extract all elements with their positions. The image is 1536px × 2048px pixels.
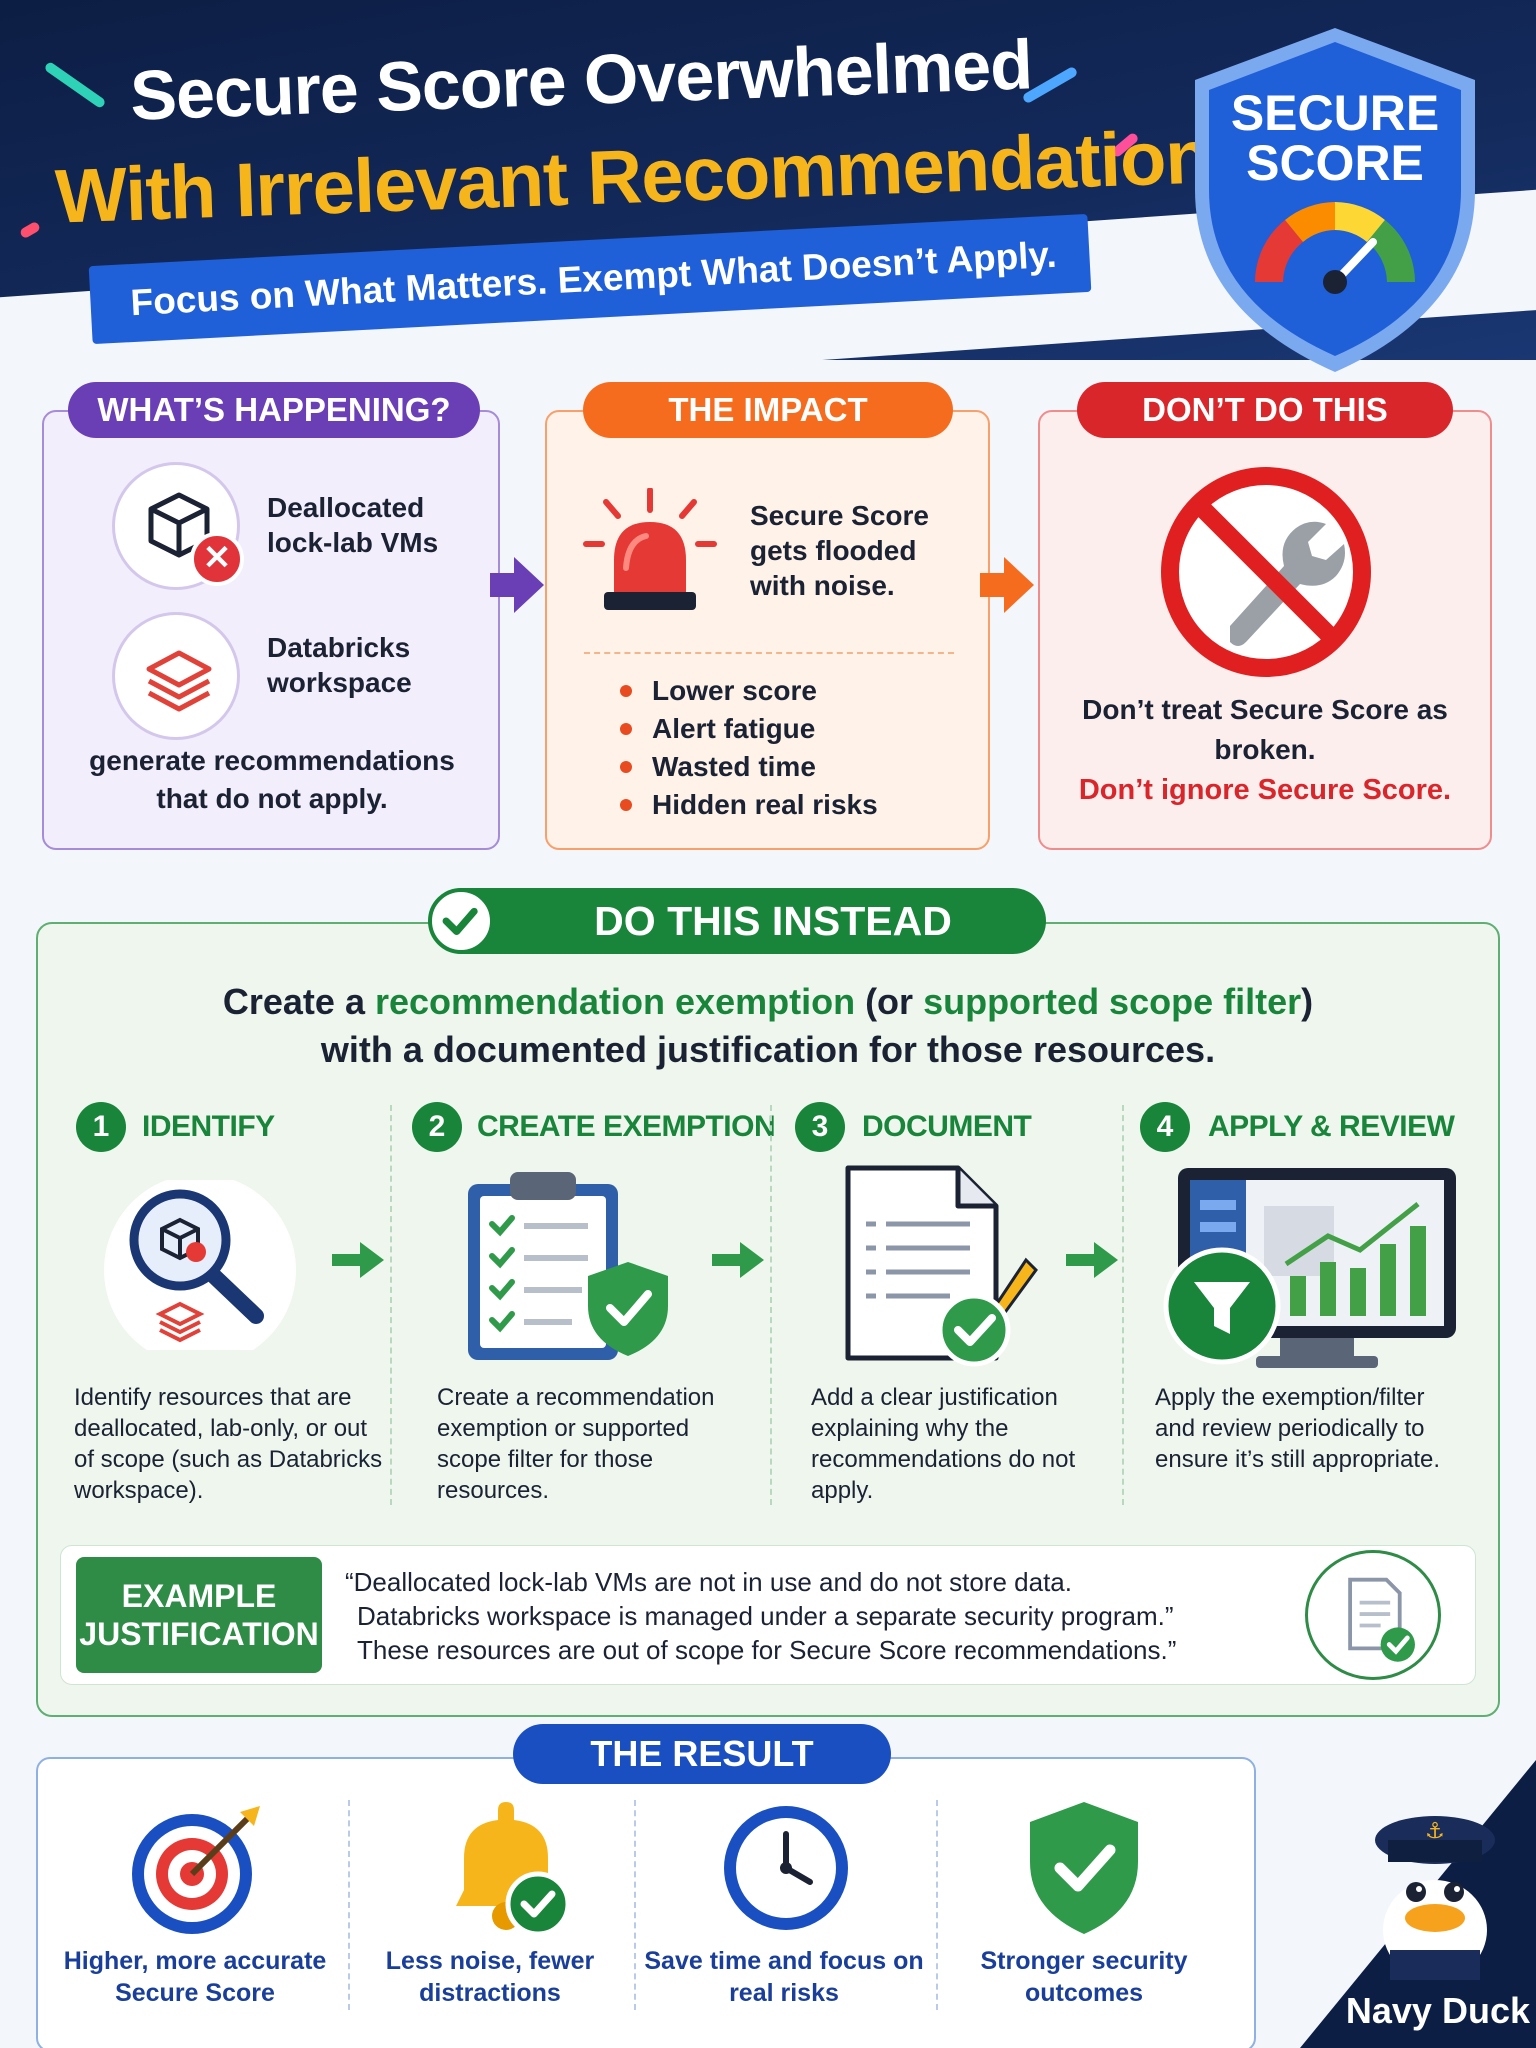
flow-arrow: [980, 573, 1006, 597]
result-item-score: Higher, more accurate Secure Score: [63, 1947, 327, 2007]
result-divider: [936, 1800, 938, 2010]
flow-arrow-head: [514, 557, 544, 613]
impact-card: [545, 410, 990, 850]
navy-duck-mascot-icon: ⚓: [1375, 1816, 1495, 1980]
result-item-noise: Less noise, fewer distractions: [385, 1947, 595, 2007]
shield-check-icon: [1030, 1802, 1138, 1934]
bell-check-icon: [456, 1802, 571, 1937]
error-x-icon: ✕: [190, 532, 244, 586]
dont-do-this-label: DON’T DO THIS: [1077, 382, 1453, 438]
brand-name: Navy Duck: [1345, 1990, 1530, 2031]
step-arrow-icon: [712, 1242, 764, 1278]
secure-score-shield-icon: [1195, 28, 1475, 372]
impact-divider: [584, 652, 954, 654]
list-item: Wasted time: [620, 748, 878, 786]
step-3-description: Add a clear justification explaining why…: [811, 1384, 1076, 1504]
step-4-title: APPLY & REVIEW: [1208, 1110, 1455, 1143]
impact-headline: Secure Score gets flooded with noise.: [750, 500, 929, 601]
step-2-title: CREATE EXEMPTION: [477, 1110, 776, 1143]
monitor-dashboard-filter-icon: [1163, 1168, 1456, 1368]
step-1-number: 1: [76, 1102, 126, 1152]
prohibited-wrench-icon: [1161, 467, 1371, 677]
step-3-number: 3: [795, 1102, 845, 1152]
document-check-icon: [1305, 1550, 1441, 1680]
flow-arrow-head: [1004, 557, 1034, 613]
databricks-layers-icon: [112, 612, 240, 740]
step-arrow-icon: [332, 1242, 384, 1278]
list-item: Hidden real risks: [620, 786, 878, 824]
intro-line1: Create a recommendation exemption (or su…: [222, 981, 1314, 1022]
step-3-title: DOCUMENT: [862, 1110, 1032, 1143]
document-approved-icon: [845, 1165, 1038, 1367]
result-item-outcomes: Stronger security outcomes: [980, 1947, 1188, 2007]
alarm-siren-icon: [583, 488, 717, 610]
whats-happening-label: WHAT’S HAPPENING?: [68, 382, 480, 438]
shield-label: SECURE SCORE: [1230, 85, 1440, 191]
step-divider: [770, 1105, 772, 1505]
step-divider: [390, 1105, 392, 1505]
flow-arrow: [490, 573, 516, 597]
whats-happening-card: [42, 410, 500, 850]
impact-bullet-list: Lower score Alert fatigue Wasted time Hi…: [620, 672, 878, 824]
clipboard-checklist-icon: [468, 1172, 668, 1360]
example-justification-label: EXAMPLE JUSTIFICATION: [76, 1557, 322, 1673]
happening-item-databricks: Databricks workspace: [267, 632, 412, 698]
dont-line1: Don’t treat Secure Score as broken.: [1082, 694, 1448, 765]
do-this-instead-label: DO THIS INSTEAD: [430, 888, 1046, 954]
intro-line2: with a documented justification for thos…: [320, 1029, 1216, 1070]
step-1-title: IDENTIFY: [142, 1110, 275, 1143]
step-arrow-icon: [1066, 1242, 1118, 1278]
clock-icon: [724, 1806, 848, 1930]
list-item: Alert fatigue: [620, 710, 878, 748]
step-2-number: 2: [412, 1102, 462, 1152]
result-item-time: Save time and focus on real risks: [644, 1947, 924, 2007]
svg-text:⚓: ⚓: [1425, 1819, 1445, 1844]
step-2-description: Create a recommendation exemption or sup…: [437, 1384, 715, 1504]
result-divider: [348, 1800, 350, 2010]
result-label: THE RESULT: [513, 1724, 891, 1784]
list-item: Lower score: [620, 672, 878, 710]
target-bullseye-icon: [132, 1806, 260, 1934]
instead-intro: Create a recommendation exemption (or su…: [60, 978, 1476, 1074]
example-justification-text: “Deallocated lock-lab VMs are not in use…: [345, 1567, 1177, 1665]
result-divider: [634, 1800, 636, 2010]
happening-summary: generate recommendations that do not app…: [89, 745, 455, 814]
dont-line2: Don’t ignore Secure Score.: [1078, 774, 1452, 806]
checkmark-circle-icon: [428, 888, 494, 954]
step-1-description: Identify resources that are deallocated,…: [74, 1384, 383, 1504]
magnifier-search-icon: [104, 1180, 296, 1350]
impact-label: THE IMPACT: [583, 382, 953, 438]
step-4-number: 4: [1140, 1102, 1190, 1152]
happening-item-vms: Deallocated lock-lab VMs: [267, 492, 439, 558]
step-4-description: Apply the exemption/filter and review pe…: [1155, 1384, 1441, 1473]
step-divider: [1122, 1105, 1124, 1505]
